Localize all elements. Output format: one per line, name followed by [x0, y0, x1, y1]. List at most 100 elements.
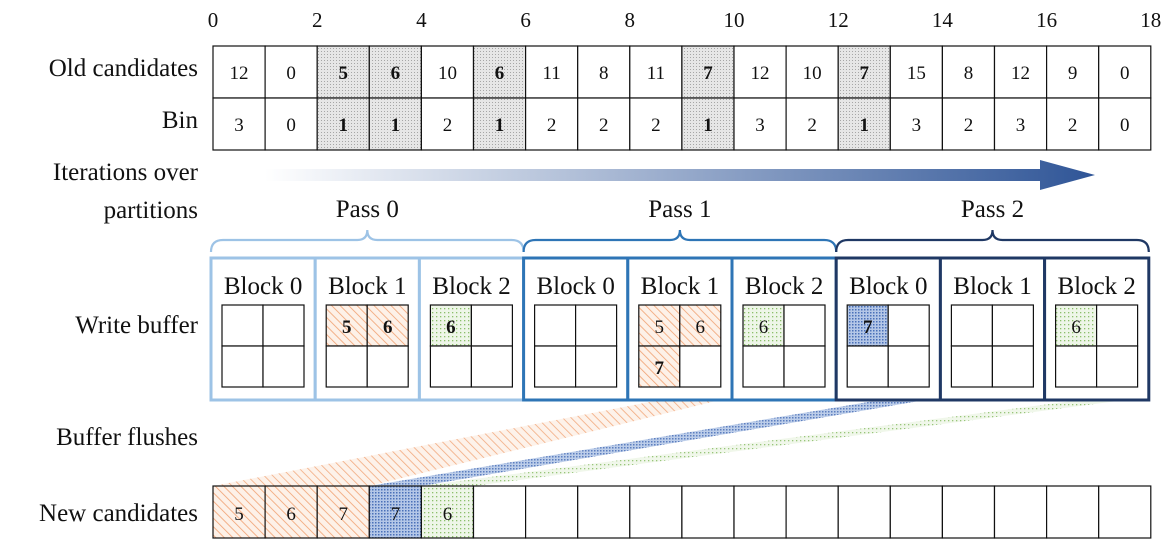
new-candidate-cell-box [993, 485, 1048, 539]
old-candidate-cell: 7 [703, 63, 713, 84]
buffer-block-label: Block 1 [953, 273, 1031, 300]
axis-tick: 18 [1140, 8, 1161, 32]
bin-cell-box [1098, 97, 1152, 151]
old-candidate-cell-box [577, 45, 631, 99]
axis-tick: 2 [312, 8, 323, 32]
write-buffer-label: Write buffer [75, 312, 198, 339]
buffer-cell: 7 [655, 358, 665, 379]
buffer-cell-box [638, 304, 681, 347]
old-candidate-cell-box [889, 45, 943, 99]
buffer-cell-box [887, 304, 930, 347]
bin-cell: 3 [234, 115, 244, 136]
bin-cell: 2 [964, 115, 974, 136]
bin-cell: 2 [651, 115, 661, 136]
new-candidate-cell-box [1045, 485, 1100, 539]
new-candidate-cell-box [785, 485, 839, 539]
bin-cell: 1 [339, 115, 349, 136]
buffer-cell-box [950, 304, 994, 347]
bin-label: Bin [162, 107, 199, 134]
bin-cell: 1 [703, 115, 713, 136]
bin-cell-box [941, 97, 996, 151]
buffer-block-label: Block 2 [432, 273, 510, 300]
buffer-cell: 6 [446, 317, 456, 338]
new-candidate-cell-box [837, 485, 891, 539]
new-candidate-cell: 7 [391, 504, 401, 525]
axis-tick: 6 [520, 8, 531, 32]
buffer-cell: 6 [759, 317, 769, 338]
bin-cell: 2 [807, 115, 817, 136]
bin-cell-box [577, 97, 631, 151]
new-candidate-cell-box [264, 485, 318, 539]
iterations-label-line1: Iterations over [53, 159, 199, 186]
old-candidate-cell-box [1098, 45, 1152, 99]
old-candidate-cell: 10 [438, 63, 457, 84]
bin-cell-box [837, 97, 891, 151]
new-candidate-cell-box [629, 485, 683, 539]
flush-band [369, 400, 925, 486]
new-candidate-cell-box [941, 485, 996, 539]
new-candidate-cell-box [212, 485, 266, 539]
pass-brace [209, 229, 525, 253]
buffer-block-label: Block 2 [1057, 273, 1135, 300]
new-candidate-cell-box [577, 485, 631, 539]
old-candidate-cell-box [681, 45, 735, 99]
buffer-cell-box [325, 345, 368, 388]
bin-cell-box [212, 97, 266, 151]
buffer-cell-box [679, 345, 722, 388]
buffer-cell-box [325, 304, 368, 347]
pass-brace [522, 229, 838, 253]
axis-tick: 16 [1036, 8, 1057, 32]
bin-cell: 0 [286, 115, 296, 136]
buffer-block-label: Block 1 [328, 273, 406, 300]
bin-cell: 1 [495, 115, 505, 136]
new-candidate-cell-box [1098, 485, 1152, 539]
buffer-cell-box [470, 304, 513, 347]
old-candidate-cell-box [629, 45, 683, 99]
buffer-cell-box [470, 345, 513, 388]
old-candidate-cell: 6 [495, 63, 505, 84]
buffer-block-label: Block 2 [745, 273, 823, 300]
axis-tick: 0 [208, 8, 219, 32]
axis-tick: 8 [625, 8, 636, 32]
new-candidate-cell-box [316, 485, 370, 539]
buffer-flushes-label: Buffer flushes [56, 424, 198, 451]
buffer-cell-box [1095, 345, 1139, 388]
new-candidate-cell: 6 [286, 504, 296, 525]
old-candidate-cell-box [316, 45, 370, 99]
bin-cell: 3 [1016, 115, 1026, 136]
buffer-cell-box [742, 304, 785, 347]
iterations-arrow [265, 160, 1095, 190]
new-candidate-cell: 6 [443, 504, 453, 525]
old-candidate-cell: 12 [1011, 63, 1030, 84]
old-candidate-cell: 7 [860, 63, 870, 84]
pass-brace [835, 229, 1150, 253]
buffer-cell-box [846, 304, 889, 347]
bin-cell-box [472, 97, 527, 151]
buffer-cell: 6 [1071, 317, 1081, 338]
buffer-cell-box [1054, 345, 1098, 388]
old-candidate-cell: 12 [751, 63, 770, 84]
bin-cell: 2 [443, 115, 453, 136]
old-candidate-cell-box [785, 45, 839, 99]
buffer-cell-box [221, 304, 264, 347]
buffer-cell-box [950, 345, 994, 388]
new-candidate-cell-box [420, 485, 475, 539]
axis-tick: 10 [724, 8, 745, 32]
old-candidate-cell: 10 [803, 63, 822, 84]
old-candidate-cell-box [1045, 45, 1100, 99]
old-candidate-cell: 6 [391, 63, 401, 84]
buffer-cell-box [783, 304, 826, 347]
old-candidate-cell-box [837, 45, 891, 99]
pass-label: Pass 0 [336, 196, 399, 223]
new-candidate-cell-box [889, 485, 943, 539]
buffer-cell-box [262, 304, 305, 347]
bin-cell-box [733, 97, 787, 151]
bin-cell: 2 [1068, 115, 1078, 136]
buffer-cell-box [366, 345, 409, 388]
bin-cell: 3 [755, 115, 765, 136]
new-candidate-cell-box [472, 485, 527, 539]
buffer-cell-box [262, 345, 305, 388]
old-candidate-cell: 12 [230, 63, 249, 84]
